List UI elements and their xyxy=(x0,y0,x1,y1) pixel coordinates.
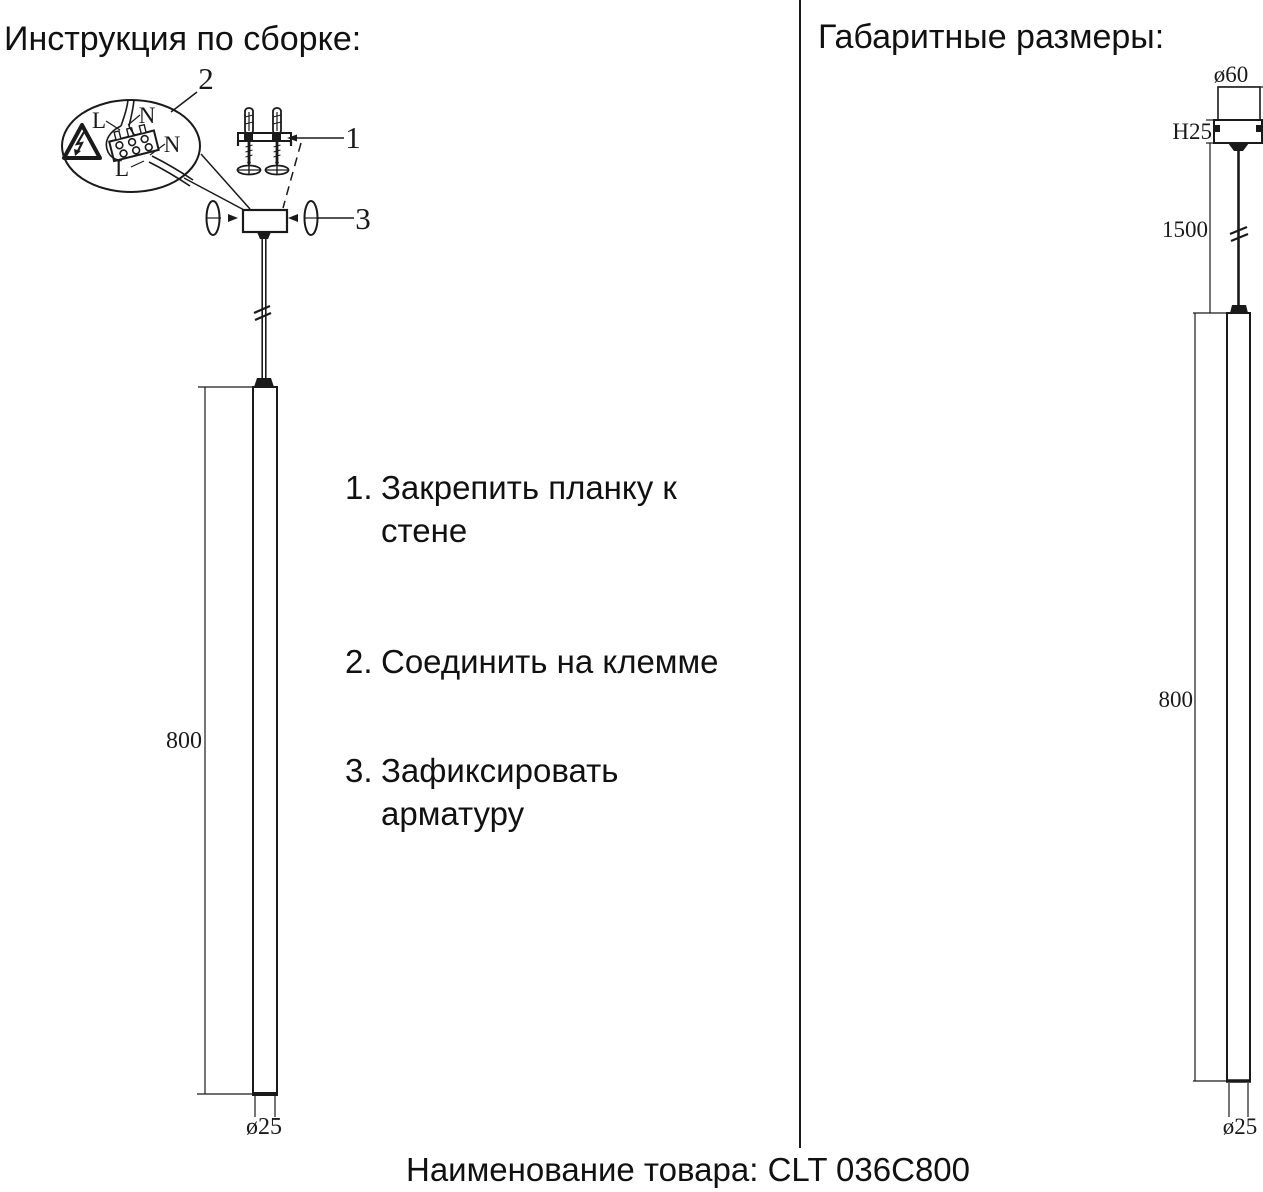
dim-tube-length: 800 xyxy=(166,386,253,1095)
step-number: 3. xyxy=(345,752,373,789)
wire-label-live-out: L xyxy=(115,156,129,181)
step-item-1: 1. Закрепить планку к стене xyxy=(345,466,746,552)
right-panel-title: Габаритные размеры: xyxy=(818,18,1165,56)
dim-tube-length-label-right: 800 xyxy=(1159,687,1194,712)
cord-grip xyxy=(257,232,271,239)
suspension-wire-right xyxy=(1229,151,1249,306)
terminal-block xyxy=(108,123,160,163)
fixture-tube xyxy=(252,386,278,1095)
dimension-diagram: ø60 H25 1500 xyxy=(1159,62,1263,1139)
leader-line xyxy=(105,120,121,131)
projection-dashed-line xyxy=(282,142,302,209)
step-number: 1. xyxy=(345,469,373,506)
wire-break xyxy=(254,311,272,322)
mounting-bracket xyxy=(236,107,293,176)
callout-1-arrow xyxy=(287,134,297,142)
output-wires xyxy=(148,155,194,187)
dim-suspension-length: 1500 xyxy=(1162,143,1211,313)
leader-line xyxy=(149,143,166,156)
zoom-cone-line xyxy=(200,153,251,210)
callout-2-leader xyxy=(170,91,198,113)
step-text: Соединить на клемме xyxy=(381,643,719,680)
step-item-2: 2. Соединить на клемме xyxy=(345,640,746,683)
tube-cap xyxy=(254,378,274,387)
callout-2-label: 2 xyxy=(198,61,214,96)
step-item-3: 3. Зафиксировать арматуру xyxy=(345,749,746,835)
cord-grip-right xyxy=(1228,143,1249,151)
leader-line xyxy=(127,114,141,126)
left-panel-title: Инструкция по сборке: xyxy=(4,20,362,58)
zoom-cone-line xyxy=(183,177,247,212)
panel-divider xyxy=(799,0,801,1148)
wire-label-neutral-out: N xyxy=(164,132,181,157)
step-number: 2. xyxy=(345,643,373,680)
product-name-label: Наименование товара: CLT 036C800 xyxy=(406,1151,970,1188)
dim-suspension-length-label: 1500 xyxy=(1162,217,1208,242)
wire-break xyxy=(253,304,271,315)
callout-3-label: 3 xyxy=(355,201,371,236)
dim-canopy-diameter-label: ø60 xyxy=(1214,62,1249,87)
fixture-tube-right xyxy=(1226,312,1251,1082)
assembly-diagram: L N N L 2 xyxy=(61,61,371,1140)
step-text: Зафиксировать арматуру xyxy=(381,752,619,832)
wire-label-neutral-in: N xyxy=(139,103,156,128)
lightning-bolt-icon xyxy=(74,131,85,154)
warning-triangle-icon xyxy=(62,123,102,160)
tube-diameter-label-right: ø25 xyxy=(1223,1114,1258,1139)
leader-line xyxy=(130,160,145,168)
ceiling-cup xyxy=(1217,86,1261,121)
dim-canopy-height-label: H25 xyxy=(1172,119,1212,144)
terminal-detail-bubble: L N N L xyxy=(61,99,251,212)
wire-break xyxy=(1229,225,1248,236)
canopy-assembly: 3 xyxy=(205,200,371,239)
wire-break xyxy=(1230,232,1249,243)
canopy xyxy=(241,208,289,234)
screw-right xyxy=(264,141,290,176)
wire-label-live-in: L xyxy=(92,108,106,133)
canopy-right xyxy=(1206,119,1263,144)
step-text: Закрепить планку к стене xyxy=(381,469,677,549)
screw-left xyxy=(236,141,262,176)
tube-diameter-label: ø25 xyxy=(246,1114,282,1140)
tube-cap-right xyxy=(1230,305,1248,313)
suspension-wire xyxy=(253,239,272,379)
dim-tube-length-label: 800 xyxy=(166,728,202,754)
callout-1-label: 1 xyxy=(345,120,361,155)
dim-tube-length-right: 800 xyxy=(1159,312,1227,1082)
canopy-arrow-left xyxy=(228,214,238,222)
canopy-arrow-right xyxy=(288,214,298,222)
